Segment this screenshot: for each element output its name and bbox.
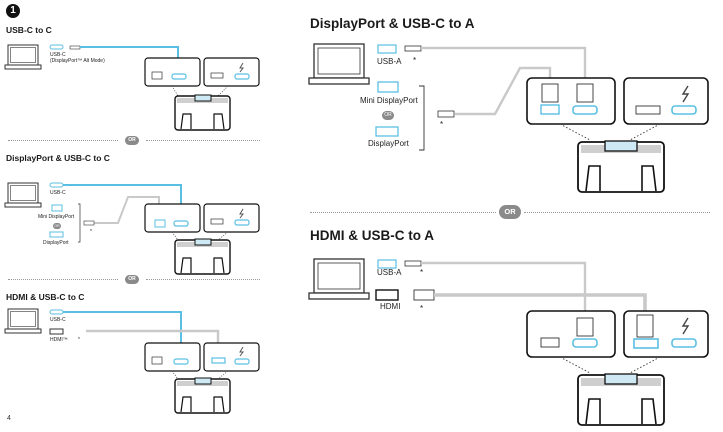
divider bbox=[8, 279, 118, 280]
section-title-dp-usbc-to-a: DisplayPort & USB-C to A bbox=[310, 16, 475, 31]
or-separator-badge: OR bbox=[125, 136, 139, 145]
divider bbox=[310, 212, 496, 213]
displayport-label: DisplayPort bbox=[368, 139, 409, 148]
usba-label: USB-A bbox=[377, 268, 402, 277]
displayport-label: DisplayPort bbox=[43, 240, 69, 246]
footnote-asterisk: * bbox=[420, 268, 424, 277]
usbc-label: USB-C bbox=[50, 317, 66, 323]
displayport-alt-mode-label: (DisplayPort™ Alt Mode) bbox=[50, 58, 105, 64]
mini-displayport-label: Mini DisplayPort bbox=[360, 96, 418, 105]
usba-label: USB-A bbox=[377, 57, 402, 66]
step-number-badge: 1 bbox=[6, 4, 20, 18]
hdmi-label: HDMI bbox=[380, 302, 401, 311]
section-title-hdmi-usbc-to-a: HDMI & USB-C to A bbox=[310, 228, 434, 243]
hdmi-label: HDMI™ bbox=[50, 337, 68, 343]
footnote-asterisk: * bbox=[440, 120, 444, 129]
section-title-dp-usbc-to-c: DisplayPort & USB-C to C bbox=[6, 153, 110, 163]
section-title-hdmi-usbc-to-c: HDMI & USB-C to C bbox=[6, 292, 85, 302]
or-separator-badge: OR bbox=[499, 205, 521, 219]
footnote-asterisk: * bbox=[78, 337, 80, 343]
footnote-asterisk: * bbox=[420, 304, 424, 313]
mini-displayport-label: Mini DisplayPort bbox=[38, 214, 75, 220]
page-number: 4 bbox=[7, 415, 11, 422]
divider bbox=[524, 212, 710, 213]
or-badge: OR bbox=[382, 111, 394, 120]
divider bbox=[146, 140, 260, 141]
or-badge: OR bbox=[53, 223, 61, 229]
footnote-asterisk: * bbox=[90, 229, 92, 235]
divider bbox=[146, 279, 260, 280]
divider bbox=[8, 140, 118, 141]
section-title-usbc-to-c: USB-C to C bbox=[6, 25, 52, 35]
or-separator-badge: OR bbox=[125, 275, 139, 284]
usbc-label: USB-C bbox=[50, 190, 66, 196]
footnote-asterisk: * bbox=[413, 56, 417, 65]
usbc-label: USB-C bbox=[50, 52, 66, 58]
